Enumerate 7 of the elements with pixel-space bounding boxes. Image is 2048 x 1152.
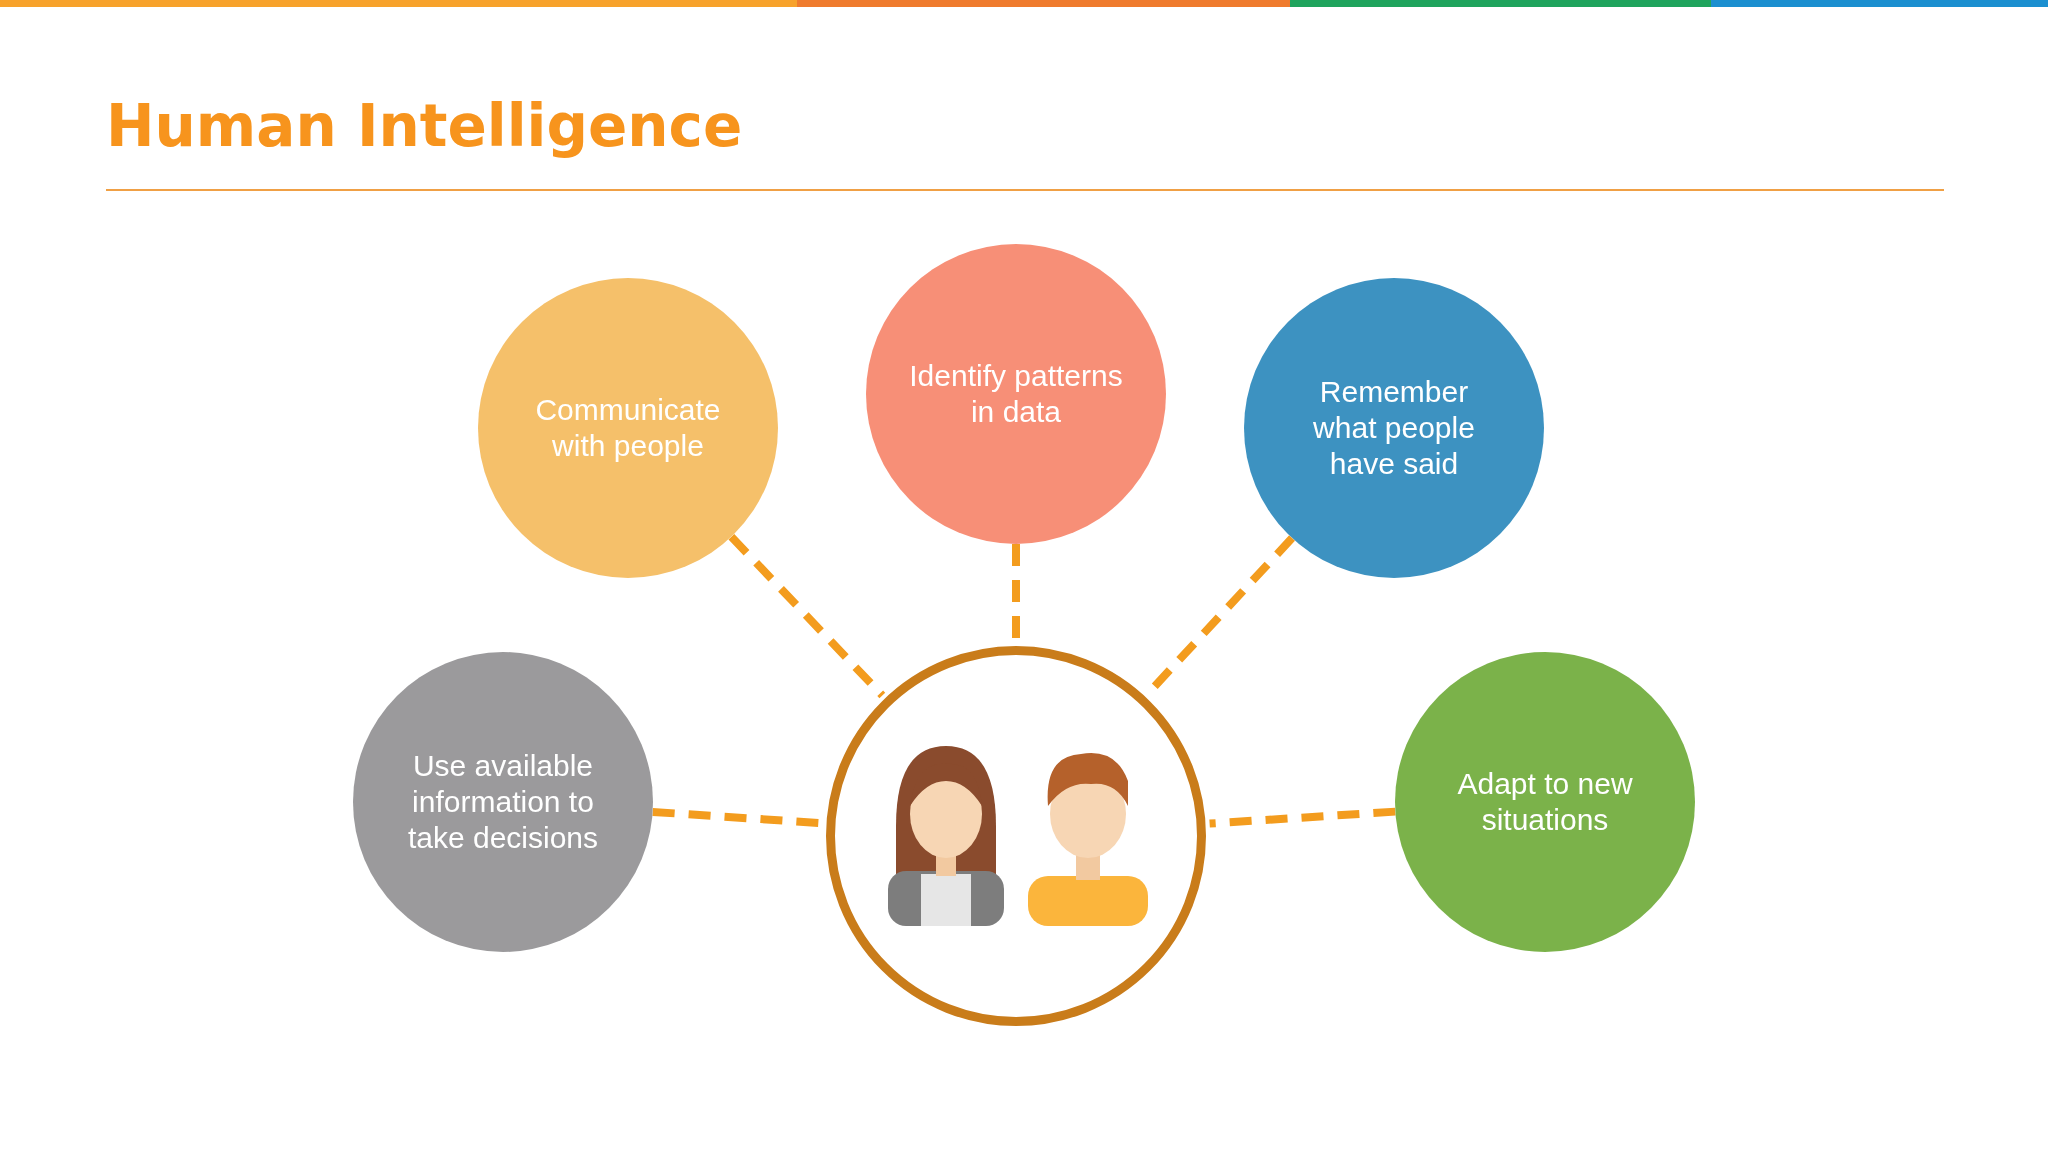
circle-label: Adapt to new situations <box>1456 766 1634 838</box>
circle-label: Remember what people have said <box>1312 374 1476 482</box>
circle-label: Communicate with people <box>534 392 722 464</box>
circle-label: Identify patterns in data <box>908 358 1124 430</box>
dashed-connector <box>728 533 886 699</box>
title: Human Intelligence <box>106 92 743 160</box>
circle-label: Use available information to take decisions <box>406 748 600 856</box>
